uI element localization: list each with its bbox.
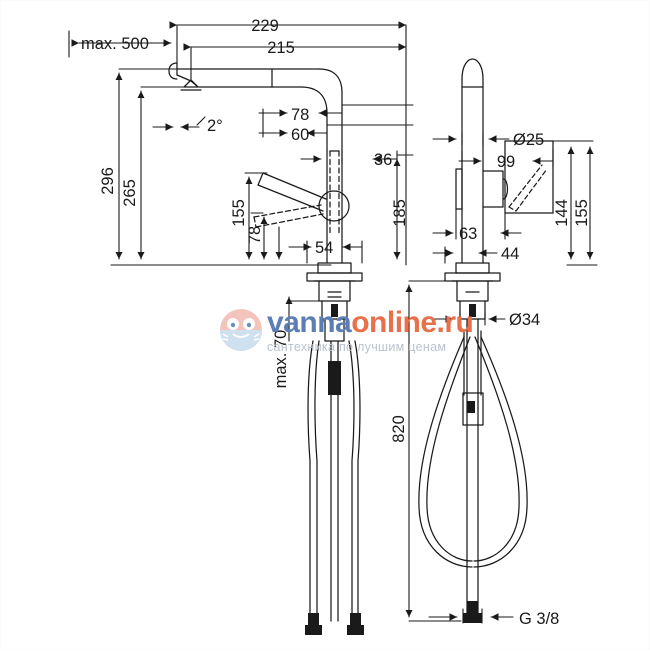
label-265: 265 — [121, 179, 139, 207]
label-60: 60 — [291, 126, 309, 144]
side-view-below-deck-assembly — [318, 280, 351, 342]
label-820: 820 — [390, 415, 408, 443]
front-view-hose-loop — [418, 318, 528, 623]
label-2-degrees: 2° — [207, 117, 223, 135]
label-296: 296 — [99, 167, 117, 195]
label-78-top: 78 — [291, 106, 309, 124]
label-44: 44 — [501, 245, 519, 263]
dimension-lines-spout — [258, 104, 414, 166]
dimension-max-70 — [285, 296, 320, 342]
label-max-500: max. 500 — [81, 35, 149, 53]
label-dia-25: Ø25 — [513, 131, 544, 149]
side-view-faucet-body — [168, 62, 343, 152]
label-36: 36 — [374, 151, 392, 169]
label-144: 144 — [553, 199, 571, 227]
label-215: 215 — [267, 39, 295, 57]
front-view-deck-flange — [444, 262, 501, 320]
side-view-column — [326, 150, 343, 264]
label-155-front: 155 — [573, 199, 591, 227]
side-view-lever-handle — [253, 172, 350, 228]
dimension-lines-front-view — [405, 132, 598, 624]
label-155-side: 155 — [230, 199, 248, 227]
label-229: 229 — [251, 17, 279, 35]
dimension-lines-handle — [244, 172, 363, 264]
dimension-lines-horizontal — [68, 21, 407, 266]
label-54: 54 — [315, 239, 333, 257]
label-78-low: 78 — [246, 226, 264, 244]
label-99: 99 — [497, 153, 515, 171]
label-63: 63 — [459, 225, 477, 243]
label-max-70: max. 70 — [272, 330, 290, 389]
dimension-lines-vertical-left — [110, 68, 332, 266]
side-view-hose — [328, 340, 341, 622]
side-view-supply-hoses — [305, 340, 364, 635]
label-dia-34: Ø34 — [509, 311, 540, 329]
label-g38-thread: G 3/8 — [519, 610, 559, 628]
dimension-angle-2deg — [152, 116, 206, 131]
dimension-185 — [393, 154, 414, 260]
side-view-deck-flange — [306, 262, 363, 282]
label-185: 185 — [391, 199, 409, 227]
